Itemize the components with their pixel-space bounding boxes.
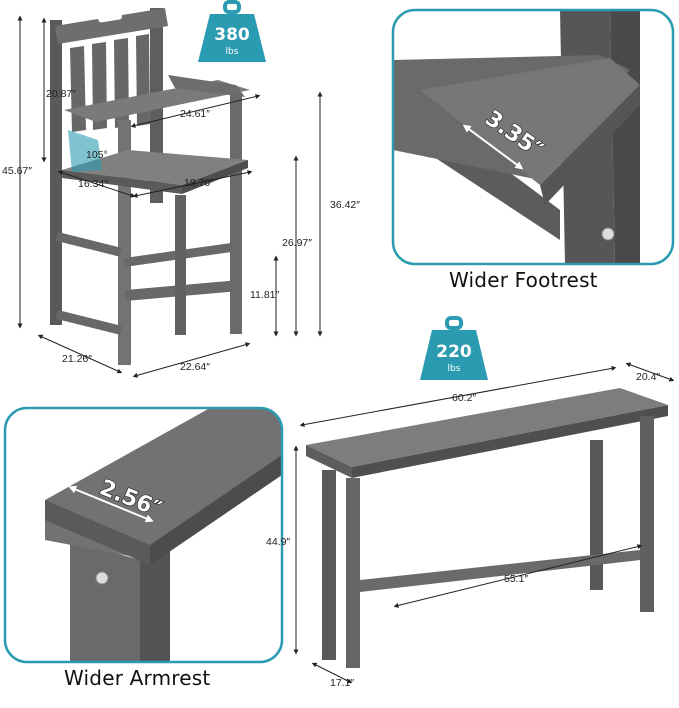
table-leg-back-right <box>590 440 603 590</box>
table-dimension-lines <box>293 362 675 684</box>
table-footrest-length-label: 55.1″ <box>504 573 528 585</box>
chair-dimension-lines <box>17 15 323 378</box>
table-capacity-badge: 220 lbs <box>420 316 488 380</box>
table-leg-front-left <box>346 478 360 668</box>
footrest-caption: Wider Footrest <box>449 268 598 292</box>
armrest-detail-panel: 2.56″ <box>3 406 284 664</box>
table-capacity-value: 220 <box>436 342 472 362</box>
chair-recline-angle-label: 105° <box>86 149 108 161</box>
chair-arm-width-label: 24.61″ <box>180 108 210 120</box>
table-dimension-labels: 60.2″ 20.4″ 44.9″ 55.1″ 17.1″ <box>266 371 660 689</box>
chair-capacity-badge: 380 lbs <box>198 0 266 62</box>
chair-stretchers <box>55 231 235 335</box>
table-capacity-unit: lbs <box>448 364 461 374</box>
table-leg-back-left <box>322 470 336 660</box>
footrest-detail-panel: 3.35″ <box>391 8 675 266</box>
chair-top-rail <box>55 8 168 44</box>
table-height-label: 44.9″ <box>266 536 290 548</box>
armrest-detail-frame <box>3 406 284 664</box>
table-base-depth-label: 17.1″ <box>330 677 354 689</box>
chair-back-leg-left <box>50 20 62 325</box>
chair-seat-width-label: 19.70″ <box>184 177 214 189</box>
table-depth-label: 20.4″ <box>636 371 660 383</box>
chair-capacity-value: 380 <box>214 25 250 45</box>
chair-dimension-labels: 45.67″ 20.87″ 24.61″ 105° 16.34″ 19.70″ … <box>2 88 360 373</box>
recline-angle-highlight <box>68 130 102 172</box>
chair-arm-height-label: 36.42″ <box>330 199 360 211</box>
bar-table-illustration <box>306 388 668 668</box>
chair-base-depth-label: 21.26″ <box>62 353 92 365</box>
chair-back-height-label: 20.87″ <box>46 88 76 100</box>
chair-seat-depth-label: 16.34″ <box>78 178 108 190</box>
table-top-surface <box>306 388 668 467</box>
chair-seat-height-label: 26.97″ <box>282 237 312 249</box>
armrest-caption: Wider Armrest <box>64 666 211 690</box>
chair-front-leg-right <box>230 94 242 334</box>
footrest-detail-frame <box>391 8 675 266</box>
chair-capacity-unit: lbs <box>226 47 239 57</box>
chair-footrest-height-label: 11.81″ <box>250 289 279 301</box>
chair-back-leg-inner <box>175 195 186 335</box>
chair-handle <box>98 12 123 23</box>
table-top-edge-left <box>306 445 352 478</box>
chair-height-total-label: 45.67″ <box>2 165 32 177</box>
table-length-label: 60.2″ <box>452 392 476 404</box>
chair-armrest-right <box>168 75 245 97</box>
chair-base-width-label: 22.64″ <box>180 361 210 373</box>
table-leg-front-right <box>640 416 654 612</box>
